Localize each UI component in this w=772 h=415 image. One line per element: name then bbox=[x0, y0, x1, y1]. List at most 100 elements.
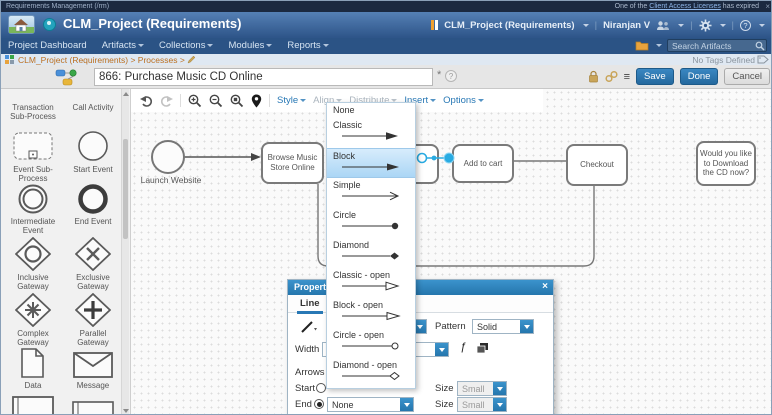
palette-item-start-event[interactable]: Start Event bbox=[65, 129, 121, 174]
done-button[interactable]: Done bbox=[679, 68, 719, 85]
breadcrumb: CLM_Project (Requirements) > Processes > bbox=[18, 55, 196, 65]
nav-modules[interactable]: Modules bbox=[228, 40, 273, 51]
chevron-down-icon[interactable] bbox=[719, 23, 726, 27]
end-arrow-select[interactable]: None bbox=[327, 397, 414, 412]
chevron-down-icon[interactable] bbox=[656, 44, 662, 47]
palette-item-complex-gateway[interactable]: Complex Gateway bbox=[5, 293, 61, 347]
toolbar-menu-options[interactable]: Options bbox=[443, 95, 484, 106]
zoom-fit-icon[interactable] bbox=[230, 94, 244, 108]
nav-artifacts[interactable]: Artifacts bbox=[102, 40, 144, 51]
home-button[interactable] bbox=[8, 15, 35, 34]
dialog-close-icon[interactable]: × bbox=[542, 281, 548, 292]
arrow-option-circle-open[interactable]: Circle - open bbox=[327, 328, 415, 358]
arrow-option-diamond[interactable]: Diamond bbox=[327, 238, 415, 268]
breadcrumb-project-link[interactable]: CLM_Project (Requirements) bbox=[18, 55, 129, 65]
line-style-icon[interactable] bbox=[300, 320, 318, 334]
zoom-out-icon[interactable] bbox=[209, 94, 223, 108]
diamond-arrow-sample bbox=[342, 252, 399, 260]
lock-icon[interactable] bbox=[588, 70, 599, 83]
palette-item-partial-1[interactable] bbox=[5, 393, 61, 414]
scrollbar-thumb[interactable] bbox=[123, 139, 128, 239]
pencil-icon[interactable] bbox=[187, 55, 196, 64]
start-event-label[interactable]: Launch Website bbox=[140, 175, 202, 185]
scroll-up-icon[interactable] bbox=[123, 92, 129, 96]
nav-reports[interactable]: Reports bbox=[287, 40, 329, 51]
classic-open-arrow-sample bbox=[342, 281, 400, 291]
palette-item-transaction-subprocess[interactable]: Transaction Sub-Process bbox=[5, 89, 61, 121]
palette-item-inclusive-gateway[interactable]: Inclusive Gateway bbox=[5, 237, 61, 291]
palette-scrollbar[interactable] bbox=[121, 89, 129, 414]
save-button[interactable]: Save bbox=[636, 68, 674, 85]
title-help-icon[interactable]: ? bbox=[445, 70, 457, 82]
arrow-option-block[interactable]: Block bbox=[327, 148, 415, 178]
banner-apps-icon[interactable] bbox=[431, 20, 439, 30]
arrow-option-simple[interactable]: Simple bbox=[327, 178, 415, 208]
curve-icon[interactable]: ƒ bbox=[460, 341, 467, 353]
breadcrumb-processes-link[interactable]: Processes bbox=[137, 55, 178, 65]
palette-item-partial-2[interactable] bbox=[65, 399, 121, 414]
cancel-button[interactable]: Cancel bbox=[724, 68, 770, 85]
license-warning: One of the Client Access Licenses has ex… bbox=[614, 3, 759, 10]
link-icon[interactable] bbox=[605, 70, 618, 83]
undo-icon[interactable] bbox=[140, 95, 153, 107]
nav-collections[interactable]: Collections bbox=[159, 40, 214, 51]
pattern-select[interactable]: Solid bbox=[472, 319, 534, 334]
chevron-down-icon[interactable] bbox=[582, 23, 589, 27]
arrow-option-block-open[interactable]: Block - open bbox=[327, 298, 415, 328]
chevron-down-icon[interactable] bbox=[759, 23, 765, 27]
banner-close-icon[interactable]: × bbox=[765, 2, 770, 11]
diagram-node-download-question[interactable]: Would you like to Download the CD now? bbox=[696, 141, 756, 186]
artifact-title-input[interactable] bbox=[94, 68, 433, 86]
palette-item-end-event[interactable]: End Event bbox=[65, 183, 121, 226]
scroll-down-icon[interactable] bbox=[123, 409, 129, 413]
user-menu[interactable]: Niranjan V bbox=[603, 19, 651, 31]
user-group-icon[interactable] bbox=[656, 20, 670, 31]
toolbar-menu-distribute[interactable]: Distribute bbox=[349, 95, 398, 106]
end-size-select[interactable]: Small bbox=[457, 397, 507, 412]
palette-item-message[interactable]: Message bbox=[65, 351, 121, 390]
simple-arrow-sample bbox=[342, 191, 400, 201]
map-pin-icon[interactable] bbox=[251, 94, 262, 108]
palette-item-call-activity[interactable]: Call Activity bbox=[65, 89, 121, 112]
layers-icon[interactable] bbox=[476, 342, 490, 355]
palette-item-intermediate-event[interactable]: Intermediate Event bbox=[5, 183, 61, 235]
palette-item-event-subprocess[interactable]: Event Sub-Process bbox=[5, 131, 61, 183]
tag-icon[interactable] bbox=[757, 55, 769, 64]
project-title: CLM_Project (Requirements) bbox=[63, 16, 242, 31]
start-size-select[interactable]: Small bbox=[457, 381, 507, 396]
palette-item-parallel-gateway[interactable]: Parallel Gateway bbox=[65, 293, 121, 347]
arrow-option-diamond-open[interactable]: Diamond - open bbox=[327, 358, 415, 388]
project-switcher[interactable]: CLM_Project (Requirements) bbox=[444, 19, 575, 31]
toolbar-menu-insert[interactable]: Insert bbox=[404, 95, 437, 106]
arrow-option-circle[interactable]: Circle bbox=[327, 208, 415, 238]
end-size-label: Size bbox=[435, 399, 454, 410]
start-radio[interactable] bbox=[316, 383, 326, 393]
arrow-option-classic[interactable]: Classic bbox=[327, 118, 415, 148]
help-icon[interactable]: ? bbox=[740, 19, 751, 31]
circle-open-arrow-sample bbox=[342, 342, 399, 350]
search-icon[interactable] bbox=[755, 41, 765, 51]
chevron-down-icon[interactable] bbox=[678, 23, 685, 27]
client-access-licenses-link[interactable]: Client Access Licenses bbox=[649, 3, 721, 10]
toolbar-menu-style[interactable]: Style bbox=[277, 95, 307, 106]
tab-line[interactable]: Line bbox=[297, 298, 323, 314]
gear-icon[interactable] bbox=[699, 19, 712, 32]
palette-item-exclusive-gateway[interactable]: Exclusive Gateway bbox=[65, 237, 121, 291]
menu-icon[interactable]: ≡ bbox=[623, 70, 631, 83]
toolbar-menu-align[interactable]: Align bbox=[313, 95, 343, 106]
required-marker: * bbox=[437, 69, 442, 81]
diagram-canvas[interactable]: Launch Website Browse Music Store Online… bbox=[131, 89, 771, 414]
rm-app-icon[interactable] bbox=[43, 18, 56, 31]
folder-icon[interactable] bbox=[635, 40, 649, 51]
end-radio[interactable] bbox=[314, 399, 324, 409]
redo-icon[interactable] bbox=[160, 95, 173, 107]
arrow-option-classic-open[interactable]: Classic - open bbox=[327, 268, 415, 298]
arrow-option-none[interactable]: None bbox=[333, 105, 355, 115]
nav-project-dashboard[interactable]: Project Dashboard bbox=[8, 40, 87, 51]
zoom-in-icon[interactable] bbox=[188, 94, 202, 108]
diagram-node-add-to-cart[interactable]: Add to cart bbox=[452, 144, 514, 183]
palette-item-data[interactable]: Data bbox=[5, 347, 61, 390]
search-input[interactable] bbox=[667, 39, 767, 52]
diagram-node-checkout[interactable]: Checkout bbox=[566, 144, 628, 186]
diagram-node-browse-music[interactable]: Browse Music Store Online bbox=[261, 142, 324, 184]
